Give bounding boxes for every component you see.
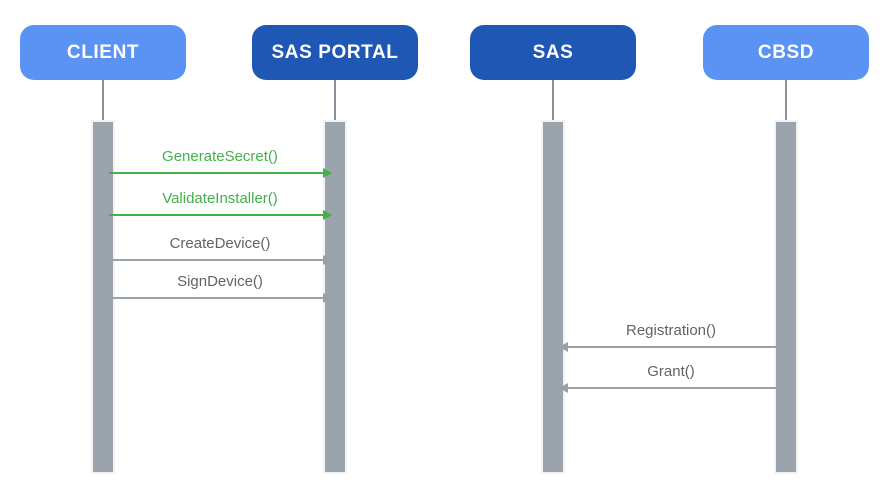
activation-bar-cbsd — [774, 120, 798, 474]
message-label-m6: Grant() — [647, 363, 695, 380]
participant-box-client[interactable]: CLIENT — [20, 25, 186, 80]
message-label-m5: Registration() — [625, 322, 717, 339]
message-label-m2: ValidateInstaller() — [162, 190, 278, 207]
participant-box-sas[interactable]: SAS — [470, 25, 636, 80]
message-line-m5 — [560, 346, 782, 348]
message-line-m4 — [109, 297, 331, 299]
lifeline-sas — [552, 80, 554, 122]
arrowhead-icon-m4 — [323, 293, 332, 303]
arrowhead-icon-m3 — [323, 255, 332, 265]
arrowhead-icon-m1 — [323, 168, 332, 178]
message-line-m6 — [560, 387, 782, 389]
message-line-m1 — [109, 172, 331, 174]
activation-bar-sas — [541, 120, 565, 474]
lifeline-client — [102, 80, 104, 122]
participant-box-cbsd[interactable]: CBSD — [703, 25, 869, 80]
arrowhead-icon-m6 — [559, 383, 568, 393]
participant-label-cbsd: CBSD — [757, 41, 815, 63]
arrowhead-icon-m5 — [559, 342, 568, 352]
lifeline-cbsd — [785, 80, 787, 122]
participant-label-sas: SAS — [532, 41, 574, 63]
arrowhead-icon-m2 — [323, 210, 332, 220]
message-label-m3: CreateDevice() — [169, 235, 271, 252]
participant-box-sas_portal[interactable]: SAS PORTAL — [252, 25, 418, 80]
message-line-m2 — [109, 214, 331, 216]
participant-label-sas_portal: SAS PORTAL — [271, 41, 399, 63]
message-line-m3 — [109, 259, 331, 261]
message-label-m4: SignDevice() — [177, 273, 263, 290]
lifeline-sas_portal — [334, 80, 336, 122]
message-label-m1: GenerateSecret() — [162, 148, 278, 165]
participant-label-client: CLIENT — [66, 41, 140, 63]
